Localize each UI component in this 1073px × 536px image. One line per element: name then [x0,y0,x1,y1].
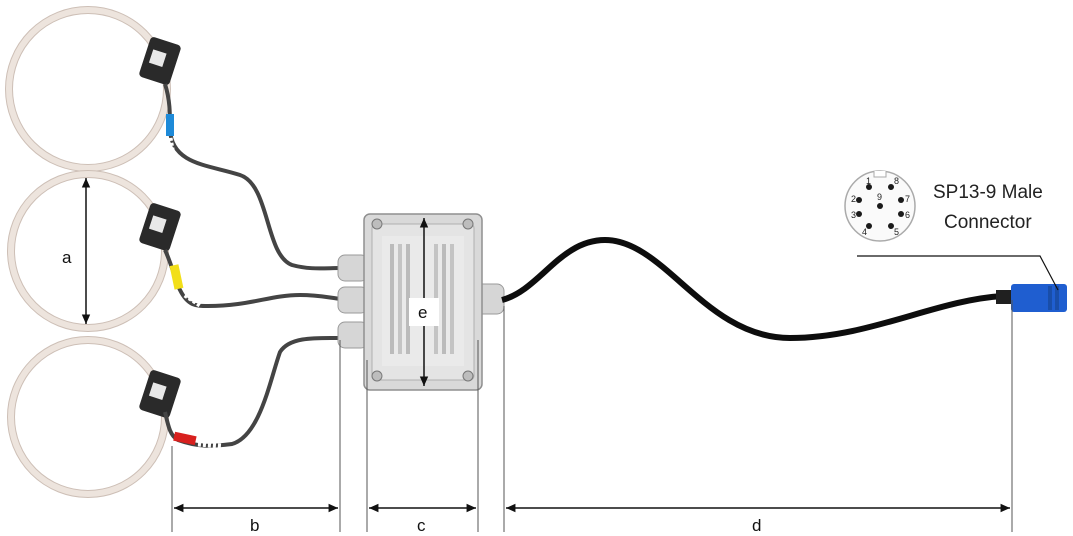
white-band-top [167,137,176,156]
coil-clasp-middle [139,203,181,251]
dimension-label-e-bg [409,298,439,326]
extension-lines [171,300,1013,532]
dimension-label-c: c [417,516,426,535]
coil-clasp-bottom [139,370,181,418]
dimension-label-e: e [418,303,427,322]
pin-label: 4 [862,227,867,237]
pin-label: 1 [866,176,871,186]
connector-title-line2: Connector [944,212,1032,233]
rogowski-coil-top [5,6,181,172]
white-band-bottom [197,441,223,449]
main-output-cable [501,236,1004,342]
sp13-plug [996,284,1067,312]
rogowski-coil-bottom [7,336,181,498]
pin-label: 2 [851,194,856,204]
pin-label: 9 [877,192,882,202]
cable-glands [337,254,505,349]
red-band [173,431,197,446]
blue-band [166,114,174,136]
yellow-band [169,264,184,290]
pin-label: 3 [851,210,856,220]
connector-callout-line [857,255,1059,291]
rogowski-coil-middle [7,170,181,332]
connector-title-line1: SP13-9 Male [933,182,1043,203]
dimension-label-a: a [62,248,72,267]
connector-pinout-diagram: 1 2 3 4 5 6 7 8 9 [844,170,916,242]
dimension-label-b: b [250,516,259,535]
coil-lead-top [163,83,341,271]
coil-lead-bottom [163,335,343,448]
pin-label: 8 [894,176,899,186]
dimension-label-d: d [752,516,761,535]
coil-clasp-top [139,37,181,85]
pin-label: 7 [905,194,910,204]
pin-label: 5 [894,227,899,237]
white-band-middle [183,292,202,308]
pin-label: 6 [905,210,910,220]
